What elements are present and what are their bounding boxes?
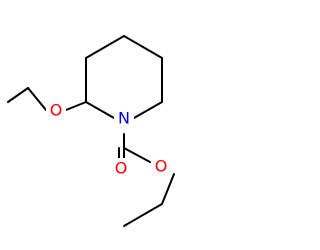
bond-ring-c2-n xyxy=(85,101,115,119)
bonds xyxy=(7,35,175,227)
atom-ester-oxygen: O xyxy=(151,156,171,176)
molecule-canvas: N O O O xyxy=(7,35,175,227)
bond-c2-o-ether xyxy=(65,101,87,111)
ester-oxygen-label: O xyxy=(155,157,168,176)
bond-ring-n-c6 xyxy=(133,101,163,119)
atom-carbonyl-oxygen: O xyxy=(111,158,131,178)
carbonyl-oxygen-label: O xyxy=(115,159,128,178)
molecule-structure-diagram: N O O O xyxy=(7,35,175,227)
atom-labels: N O O O xyxy=(46,100,171,178)
bond-ethoxy-ch2-ch3 xyxy=(7,87,29,103)
nitrogen-label: N xyxy=(118,109,130,128)
ether-oxygen-label: O xyxy=(50,101,63,120)
bond-o-ester-ch2 xyxy=(161,173,175,205)
bond-o-ether-ch2 xyxy=(27,87,47,111)
atom-ether-oxygen: O xyxy=(46,100,66,120)
bond-c-o-ester xyxy=(123,147,151,163)
atom-nitrogen: N xyxy=(114,108,134,128)
bond-ester-ch2-ch3 xyxy=(123,203,163,227)
bond-ring-top xyxy=(123,35,163,59)
bond-ring-top-left xyxy=(85,35,125,59)
